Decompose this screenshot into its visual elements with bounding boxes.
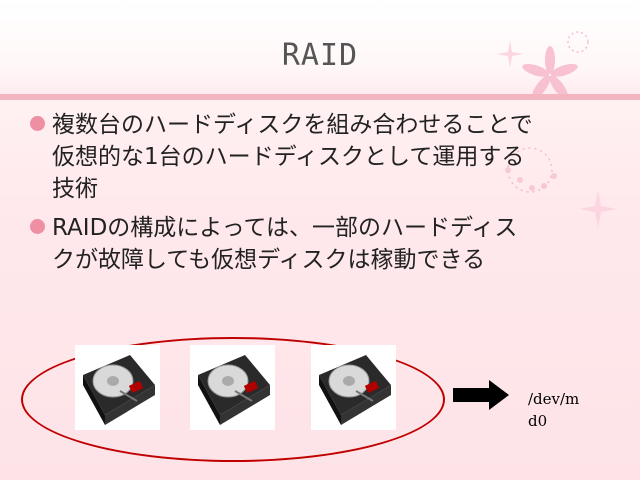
title-area — [0, 0, 640, 96]
bullet-dot-icon — [30, 219, 45, 234]
bullet-item-2: RAIDの構成によっては、一部のハードディス クが故障しても仮想ディスクは稼動で… — [30, 212, 600, 276]
bullet-item-1: 複数台のハードディスクを組み合わせることで 仮想的な1台のハードディスクとして運… — [30, 109, 600, 205]
title-divider — [0, 94, 640, 100]
bullet-text-2: RAIDの構成によっては、一部のハードディス クが故障しても仮想ディスクは稼動で… — [52, 215, 518, 273]
hard-disk-drive-icon — [311, 345, 396, 430]
raid-group-ellipse — [21, 337, 445, 462]
hard-disk-drive-icon — [190, 345, 275, 430]
bullet-text-1: 複数台のハードディスクを組み合わせることで 仮想的な1台のハードディスクとして運… — [52, 112, 533, 202]
sparkle-flower-decoration-icon — [496, 31, 617, 228]
slide-title: RAID — [281, 38, 359, 73]
device-path-label: /dev/m d0 — [528, 390, 580, 430]
right-arrow-icon — [453, 380, 509, 410]
hard-disk-drive-icon — [75, 345, 160, 430]
bullet-dot-icon — [30, 116, 45, 131]
